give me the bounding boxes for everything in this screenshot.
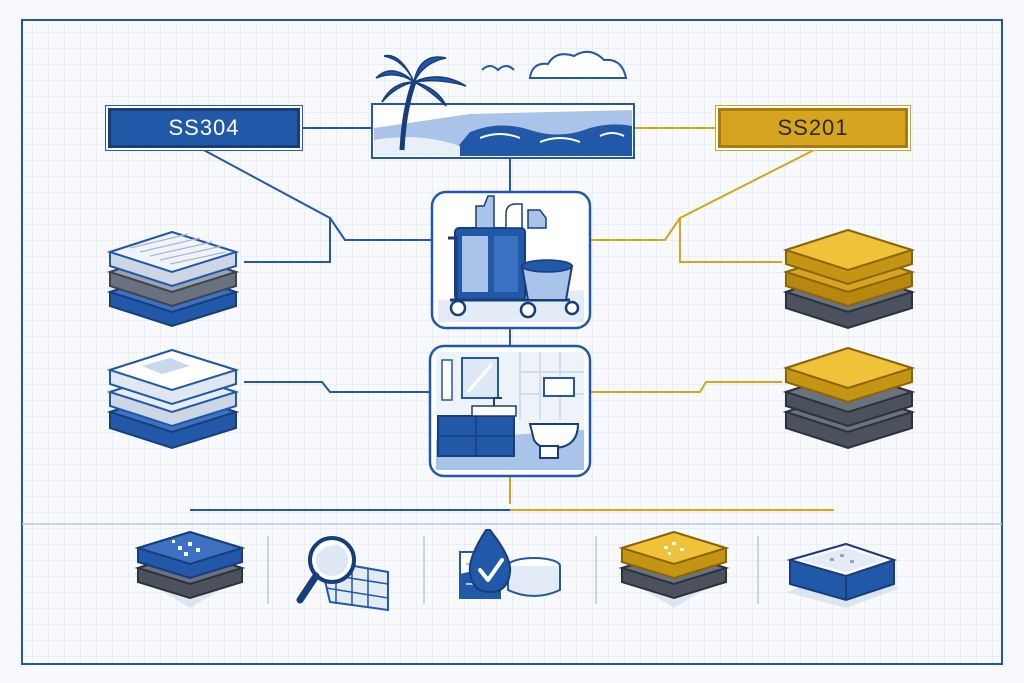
bathroom-icon xyxy=(428,344,592,478)
ss304-polished-stack-icon xyxy=(106,348,240,450)
connector-stack2-bath xyxy=(244,381,430,393)
connector-ss304-cart xyxy=(329,217,432,241)
ss304-label: SS304 xyxy=(108,108,300,148)
water-drop-check-icon xyxy=(459,529,561,599)
ss201-gold-stack-icon xyxy=(782,228,916,330)
ss304-brushed-stack-icon xyxy=(106,230,240,328)
open-box-icon xyxy=(786,542,900,608)
beach-palm-waves-icon xyxy=(371,50,635,159)
connector-ss304-stack1 xyxy=(199,147,331,263)
magnifier-grid-icon xyxy=(296,536,389,612)
ss201-gold-stack-icon-2 xyxy=(782,346,916,450)
cleaning-cart-icon xyxy=(430,190,592,330)
connectors xyxy=(22,127,1002,525)
ss201-label: SS201 xyxy=(718,108,908,148)
connector-ss201-cart xyxy=(590,217,681,241)
connector-bath-stack2 xyxy=(590,381,782,393)
gold-layer-stack-icon xyxy=(618,530,730,608)
connector-ss201-stack1 xyxy=(679,147,819,263)
blue-layer-stack-icon xyxy=(134,530,246,608)
